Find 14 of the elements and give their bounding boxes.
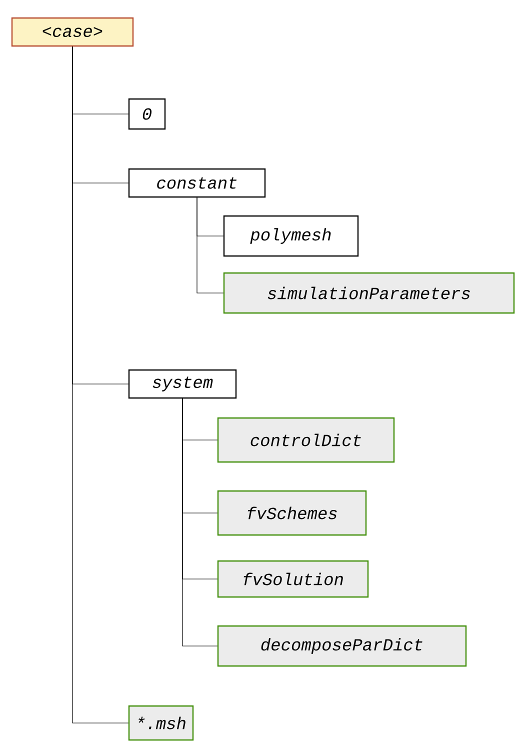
folder-box: system [128,369,237,399]
file-box: fvSchemes [217,490,367,536]
file-box: fvSolution [217,560,369,598]
file-box: controlDict [217,417,395,463]
file-box: decomposeParDict [217,625,467,667]
tree-connector [196,197,224,294]
folder-box: constant [128,168,266,198]
file-box: *.msh [128,705,194,741]
file-box: simulationParameters [223,272,515,314]
folder-box: 0 [128,98,166,130]
tree-connector [72,46,129,724]
folder-box: polymesh [223,215,359,257]
tree-connector [182,398,218,646]
folder-box: <case> [11,17,134,47]
